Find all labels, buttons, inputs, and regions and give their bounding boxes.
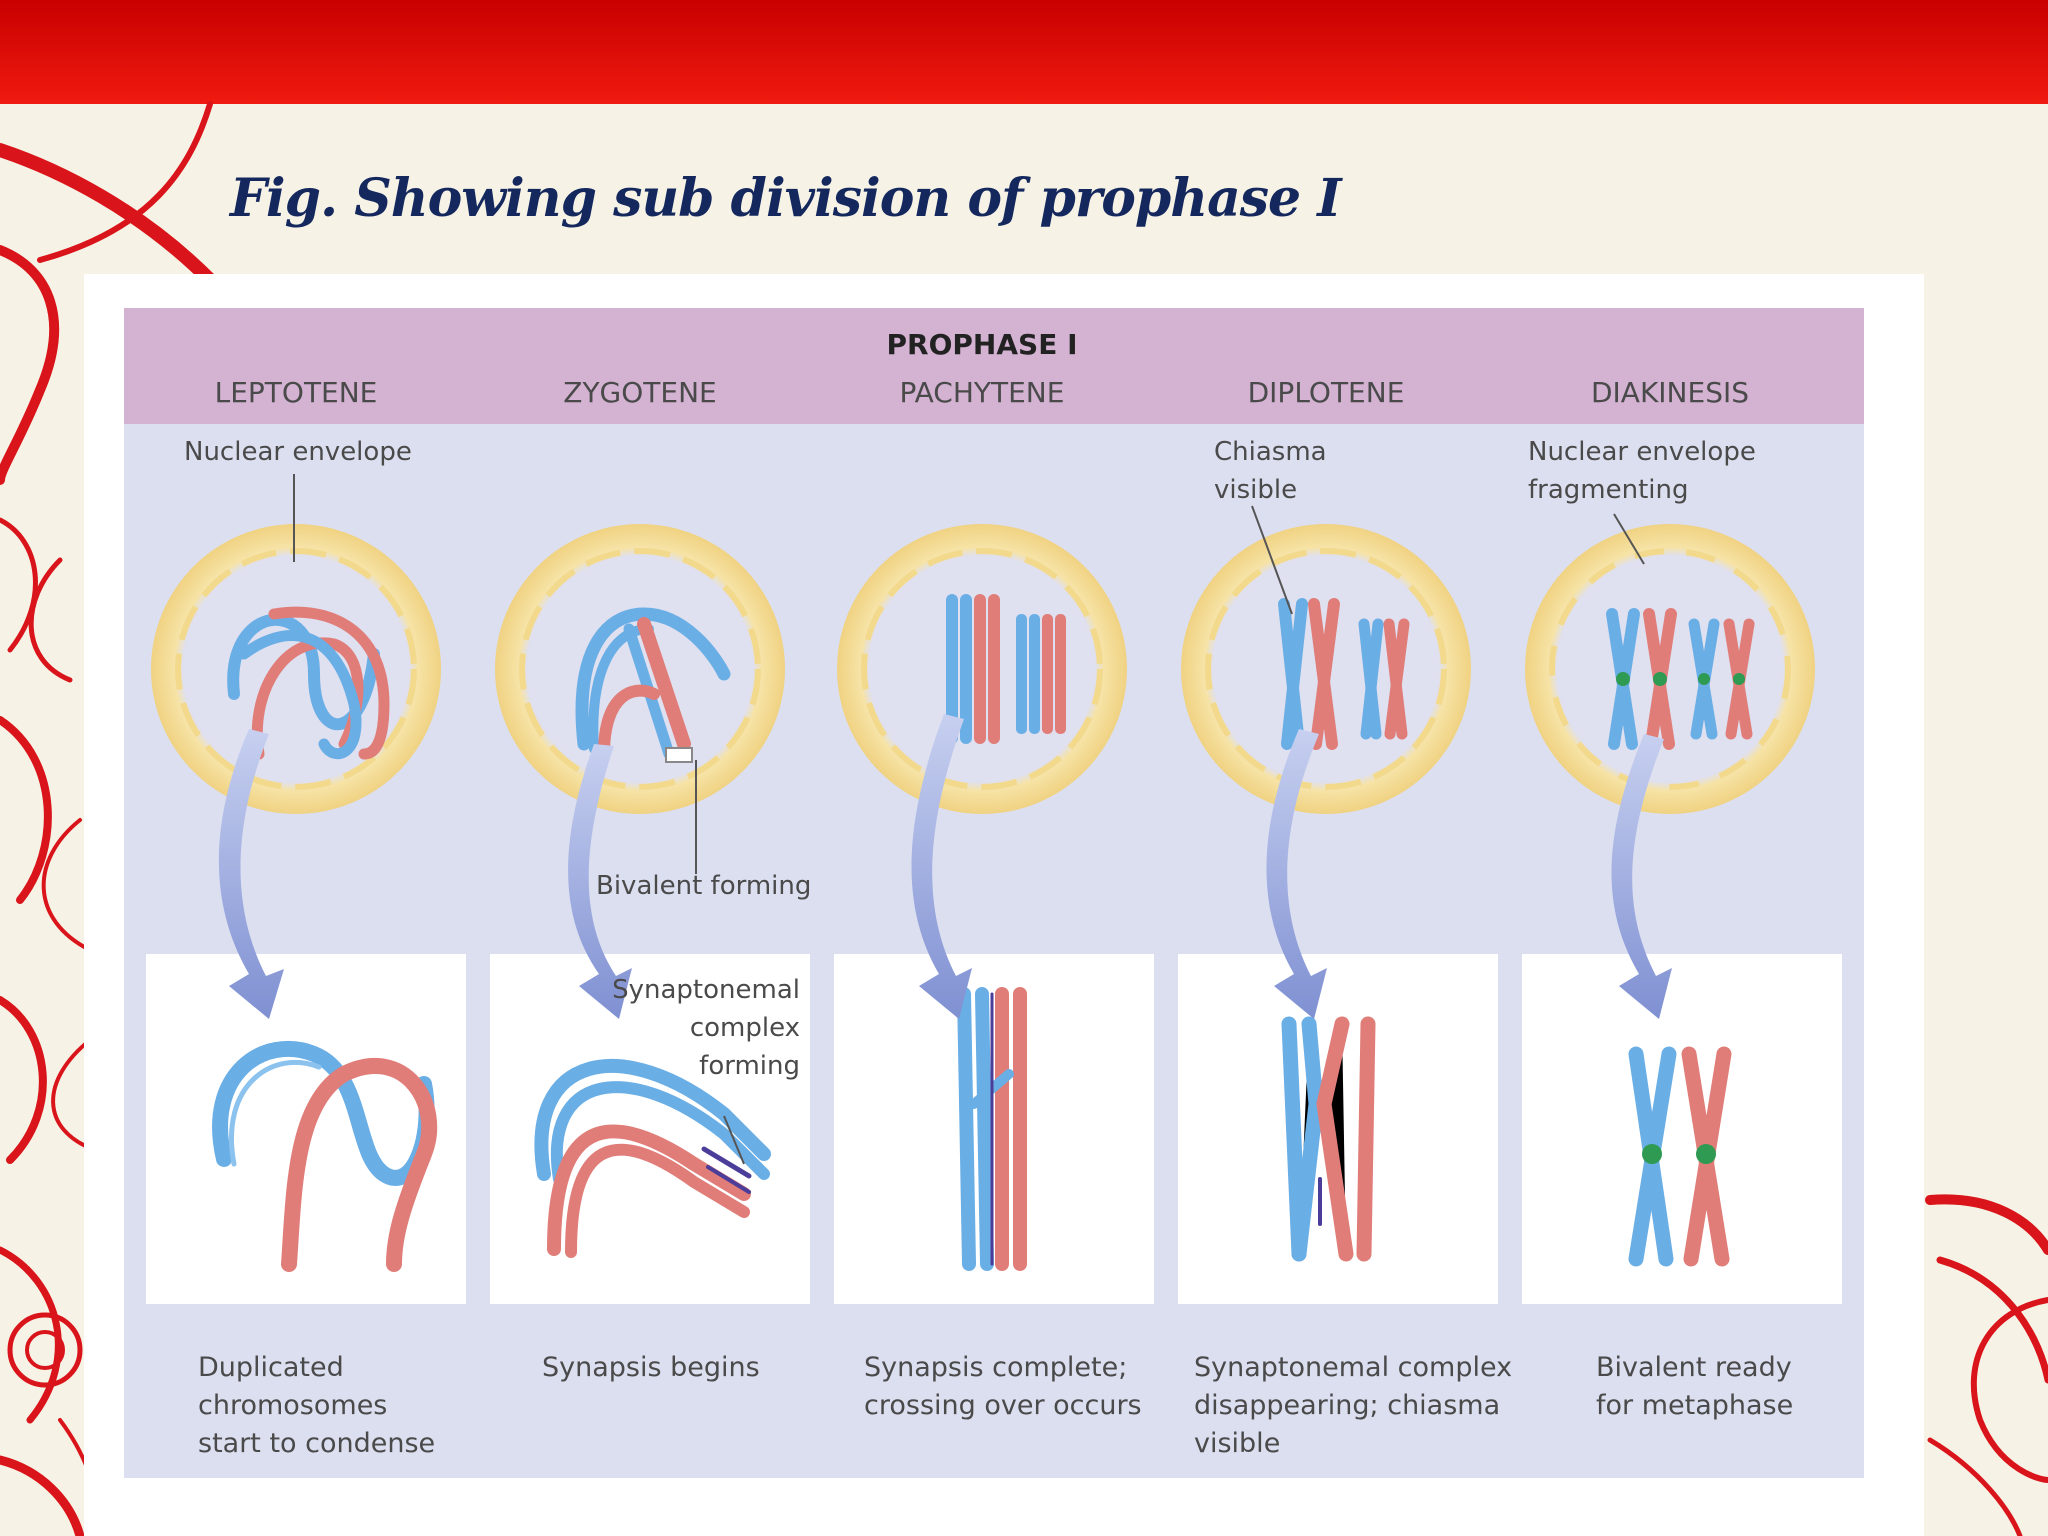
nucleus-diplotene xyxy=(1181,524,1471,814)
stage-header-diplotene: DIPLOTENE xyxy=(1248,376,1405,409)
label-chiasma-line1: Chiasma xyxy=(1214,437,1327,467)
header-bar xyxy=(0,0,2048,104)
prophase-figure: PROPHASE I LEPTOTENE ZYGOTENE PACHYTENE … xyxy=(84,274,1924,1536)
slide-title: Fig. Showing sub division of prophase I xyxy=(230,168,1342,229)
label-synaptonemal-line1: Synaptonemal xyxy=(612,975,800,1005)
right-swirl-decoration xyxy=(1925,1194,2048,1536)
label-nuclear-envelope: Nuclear envelope xyxy=(184,437,412,467)
nucleus-leptotene xyxy=(151,524,441,814)
leader-lines xyxy=(293,474,1645,1165)
detail-leptotene xyxy=(212,1041,438,1272)
caption-pachytene-line1: Synapsis complete; xyxy=(864,1352,1127,1383)
label-bivalent-forming: Bivalent forming xyxy=(596,871,811,901)
detail-zygotene xyxy=(534,1059,771,1258)
caption-diplotene-line1: Synaptonemal complex xyxy=(1194,1352,1512,1383)
caption-diakinesis-line1: Bivalent ready xyxy=(1596,1352,1792,1383)
stage-header-diakinesis: DIAKINESIS xyxy=(1591,376,1749,409)
caption-leptotene-line3: start to condense xyxy=(198,1428,435,1459)
caption-diplotene-line2: disappearing; chiasma xyxy=(1194,1390,1500,1421)
caption-diplotene-line3: visible xyxy=(1194,1428,1280,1459)
detail-diplotene xyxy=(1281,1016,1376,1262)
label-synaptonemal-line3: forming xyxy=(699,1051,800,1081)
caption-diakinesis-line2: for metaphase xyxy=(1596,1390,1793,1421)
label-chiasma-line2: visible xyxy=(1214,475,1297,505)
stage-header-pachytene: PACHYTENE xyxy=(900,376,1065,409)
header-band xyxy=(124,308,1864,424)
caption-leptotene-line1: Duplicated xyxy=(198,1352,344,1383)
caption-leptotene-line2: chromosomes xyxy=(198,1390,387,1421)
nucleus-zygotene xyxy=(495,524,785,814)
stage-header-leptotene: LEPTOTENE xyxy=(215,376,378,409)
caption-pachytene-line2: crossing over occurs xyxy=(864,1390,1142,1421)
detail-diakinesis xyxy=(1628,1046,1732,1267)
label-fragmenting-line1: Nuclear envelope xyxy=(1528,437,1756,467)
label-synaptonemal-line2: complex xyxy=(690,1013,800,1043)
stage-arrows xyxy=(218,714,1672,1019)
detail-box-diakinesis xyxy=(1522,954,1842,1304)
detail-box-pachytene xyxy=(834,954,1154,1304)
label-fragmenting-line2: fragmenting xyxy=(1528,475,1688,505)
header-title: PROPHASE I xyxy=(887,328,1078,361)
caption-zygotene-line1: Synapsis begins xyxy=(542,1352,760,1383)
detail-pachytene xyxy=(957,987,1027,1271)
nucleus-diakinesis xyxy=(1525,524,1815,814)
nucleus-pachytene xyxy=(837,524,1127,814)
stage-header-zygotene: ZYGOTENE xyxy=(563,376,716,409)
